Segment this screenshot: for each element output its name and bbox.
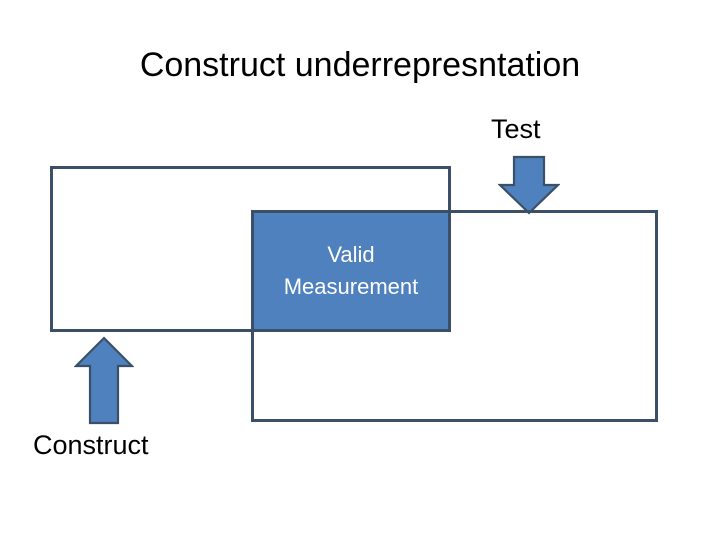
valid-measurement-region: Valid Measurement xyxy=(252,211,450,331)
page-title: Construct underrepresntation xyxy=(139,46,581,84)
label-construct: Construct xyxy=(33,430,149,460)
valid-measurement-line-2: Measurement xyxy=(283,274,419,299)
label-test: Test xyxy=(491,114,541,144)
valid-measurement-line-1: Valid xyxy=(327,242,375,267)
arrow-down-icon xyxy=(498,155,560,215)
arrow-up-icon xyxy=(74,336,134,425)
